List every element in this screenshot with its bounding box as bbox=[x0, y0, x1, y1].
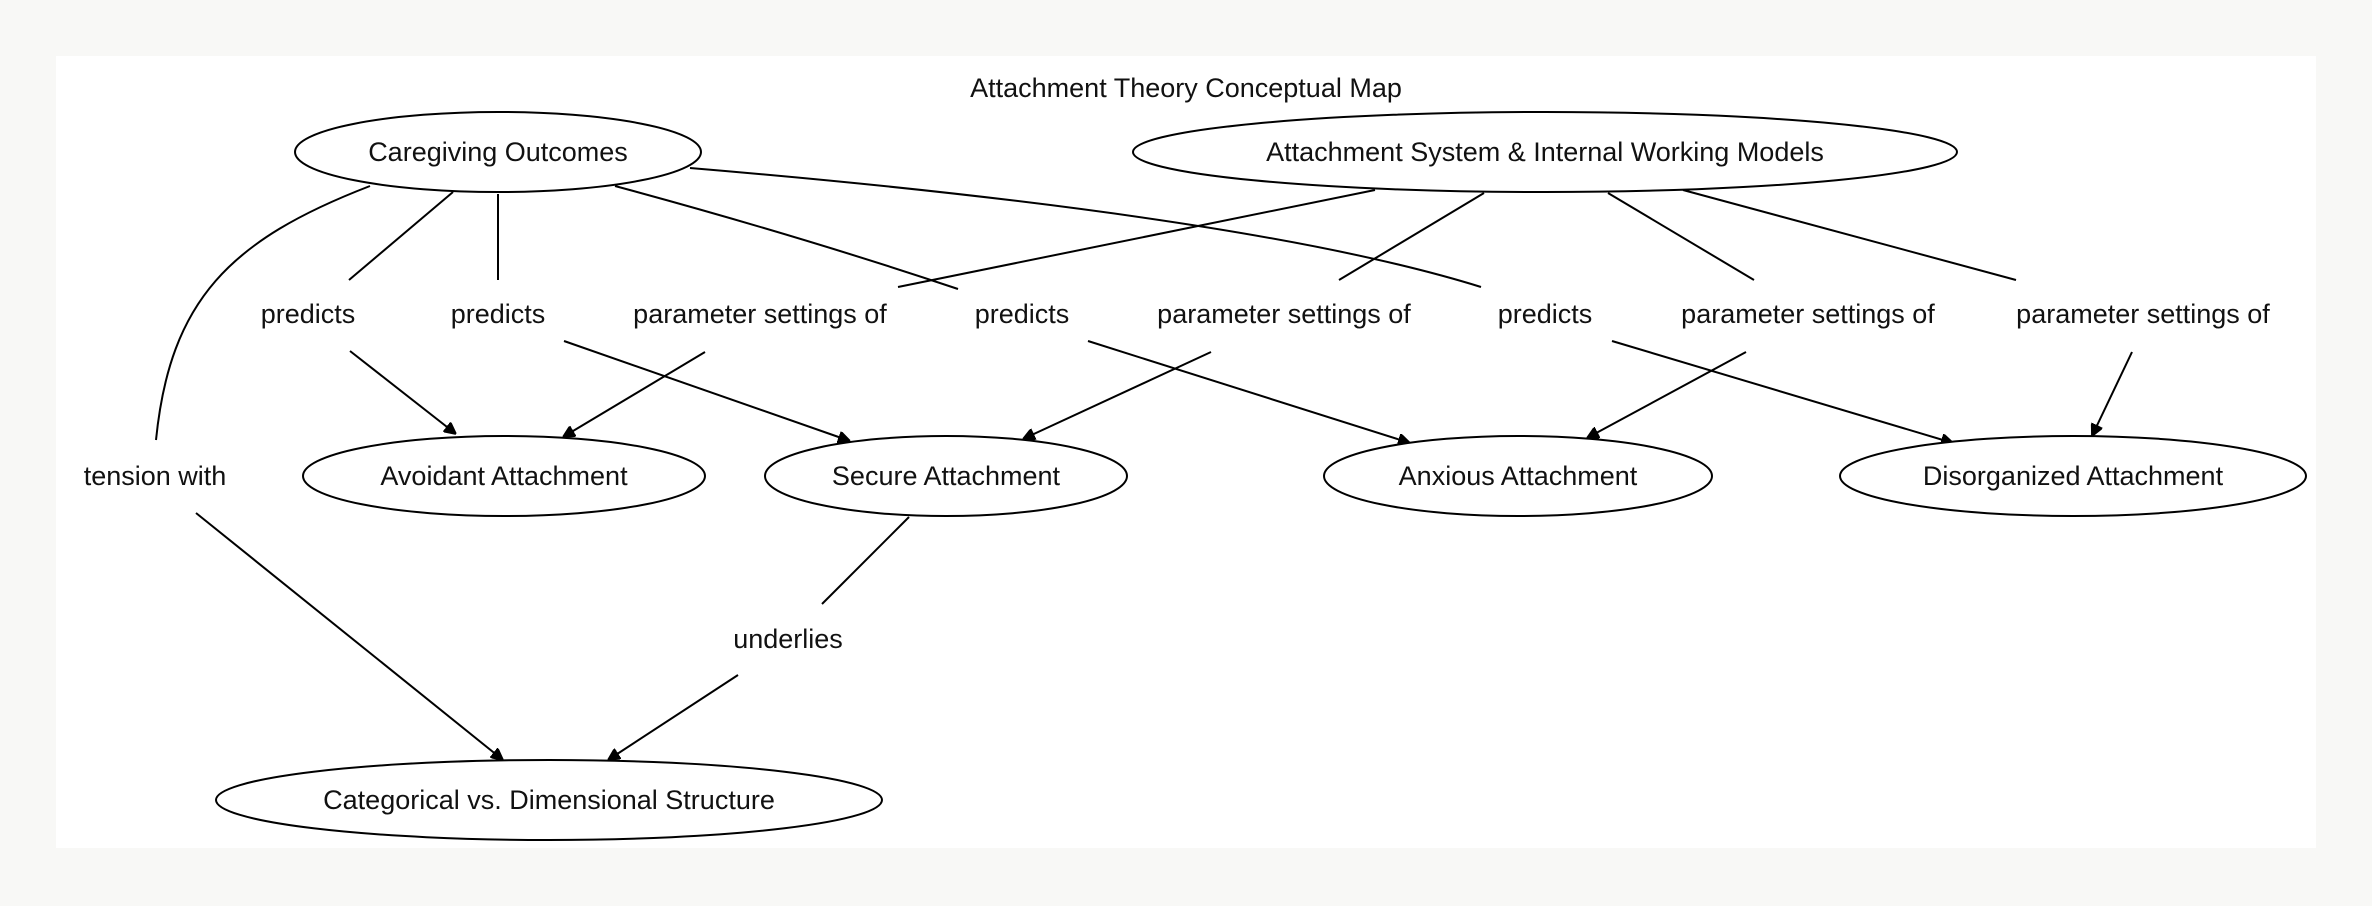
node-ellipse bbox=[1839, 435, 2307, 517]
node-label: Attachment System & Internal Working Mod… bbox=[1266, 137, 1824, 167]
node-label: Disorganized Attachment bbox=[1923, 461, 2224, 491]
edge-caregiving-categorical: tension with bbox=[84, 185, 503, 760]
edge-arrow bbox=[1023, 351, 1212, 439]
node-ellipse bbox=[1132, 111, 1958, 193]
edge-line bbox=[821, 516, 910, 605]
node-caregiving-outcomes: Caregiving Outcomes bbox=[294, 111, 702, 193]
edge-line bbox=[1338, 192, 1485, 281]
edge-arrow bbox=[2092, 351, 2133, 436]
edge-arrow bbox=[349, 350, 456, 434]
edge-system-secure: parameter settings of bbox=[1023, 192, 1485, 439]
edge-label-predicts: predicts bbox=[261, 299, 356, 329]
node-label: Secure Attachment bbox=[832, 461, 1061, 491]
node-ellipse bbox=[302, 435, 706, 517]
node-ellipse bbox=[764, 435, 1128, 517]
edge-label-underlies: underlies bbox=[733, 624, 843, 654]
edge-line bbox=[689, 167, 1482, 288]
edge-caregiving-anxious: predicts bbox=[614, 185, 1410, 443]
edge-caregiving-disorganized: predicts bbox=[689, 167, 1953, 443]
edge-arrow bbox=[608, 674, 739, 760]
edge-label-tension-with: tension with bbox=[84, 461, 227, 491]
edge-arrow bbox=[1587, 351, 1747, 438]
node-ellipse bbox=[215, 759, 883, 841]
edge-system-avoidant: parameter settings of bbox=[563, 189, 1376, 437]
edge-secure-categorical: underlies bbox=[608, 516, 910, 760]
edge-label-parameter-settings-of: parameter settings of bbox=[1681, 299, 1935, 329]
edge-arrow bbox=[195, 512, 503, 760]
node-anxious-attachment: Anxious Attachment bbox=[1323, 435, 1713, 517]
edge-label-parameter-settings-of: parameter settings of bbox=[633, 299, 887, 329]
diagram-title: Attachment Theory Conceptual Map bbox=[970, 73, 1402, 103]
node-ellipse bbox=[1323, 435, 1713, 517]
edge-line bbox=[897, 189, 1376, 288]
edge-label-parameter-settings-of: parameter settings of bbox=[1157, 299, 1411, 329]
edge-line bbox=[614, 185, 959, 290]
node-label: Avoidant Attachment bbox=[380, 461, 628, 491]
edge-line bbox=[155, 185, 371, 441]
node-categorical-dimensional: Categorical vs. Dimensional Structure bbox=[215, 759, 883, 841]
edge-arrow bbox=[563, 351, 706, 437]
edge-label-predicts: predicts bbox=[975, 299, 1070, 329]
edge-line bbox=[1682, 189, 2017, 281]
edge-line bbox=[348, 191, 454, 281]
edge-label-parameter-settings-of: parameter settings of bbox=[2016, 299, 2270, 329]
edge-label-predicts: predicts bbox=[1498, 299, 1593, 329]
node-disorganized-attachment: Disorganized Attachment bbox=[1839, 435, 2307, 517]
node-label: Anxious Attachment bbox=[1399, 461, 1638, 491]
edge-system-disorganized: parameter settings of bbox=[1682, 189, 2270, 436]
edge-arrow bbox=[1611, 340, 1953, 443]
node-attachment-system: Attachment System & Internal Working Mod… bbox=[1132, 111, 1958, 193]
node-ellipse bbox=[294, 111, 702, 193]
node-label: Caregiving Outcomes bbox=[368, 137, 628, 167]
edge-caregiving-avoidant: predicts bbox=[261, 191, 456, 434]
node-label: Categorical vs. Dimensional Structure bbox=[323, 785, 775, 815]
edge-caregiving-secure: predicts bbox=[451, 194, 850, 441]
edge-system-anxious: parameter settings of bbox=[1587, 192, 1935, 438]
edge-arrow bbox=[563, 340, 850, 441]
node-avoidant-attachment: Avoidant Attachment bbox=[302, 435, 706, 517]
edge-line bbox=[1607, 192, 1755, 281]
edge-arrow bbox=[1087, 340, 1410, 443]
node-secure-attachment: Secure Attachment bbox=[764, 435, 1128, 517]
edge-label-predicts: predicts bbox=[451, 299, 546, 329]
